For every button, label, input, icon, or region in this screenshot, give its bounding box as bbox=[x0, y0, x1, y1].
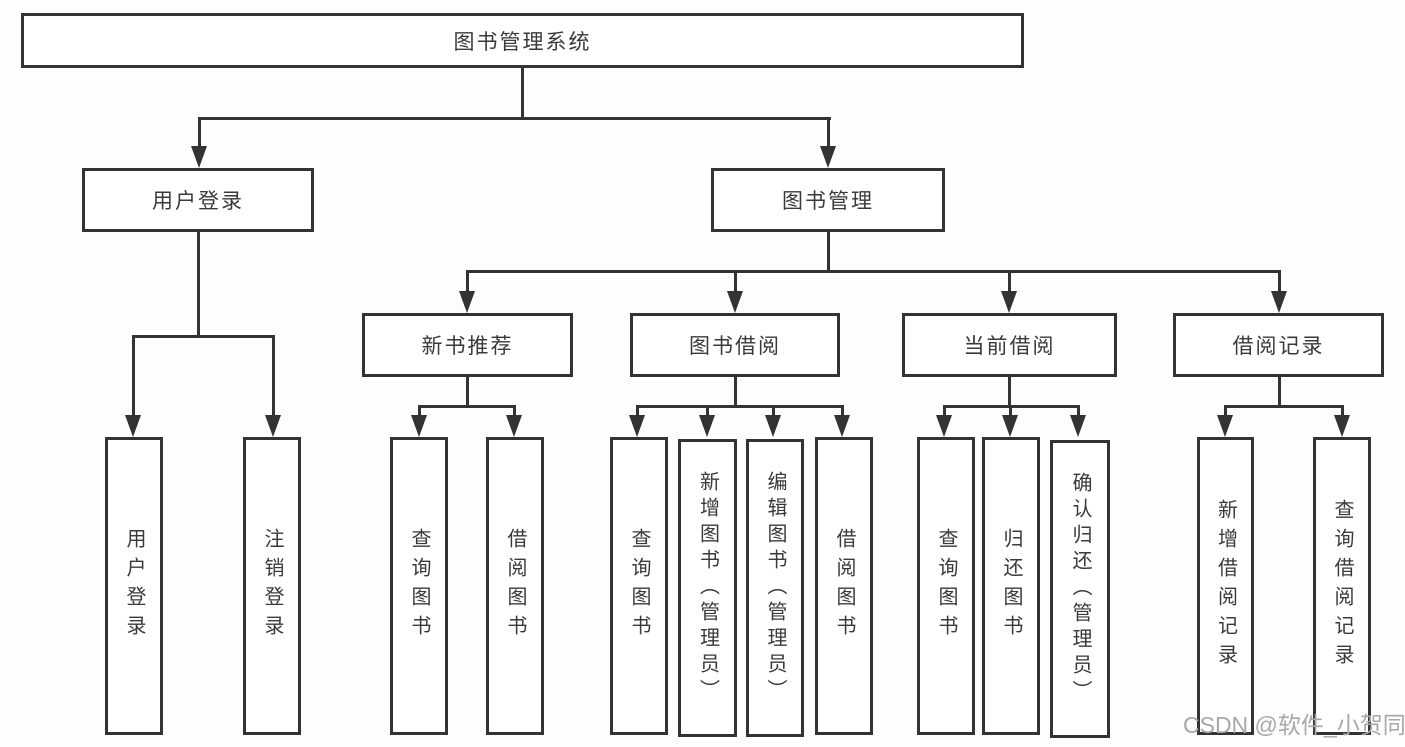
leaf-query-borrow-record: 查询借阅记录 bbox=[1313, 437, 1371, 735]
connector-section-drop bbox=[466, 270, 469, 294]
arrow-down-icon bbox=[727, 291, 743, 313]
leaf-add-book-admin: 新增图书（管理员） bbox=[678, 439, 737, 737]
connector-section-drop bbox=[734, 270, 737, 294]
node-new-book-recommend-label: 新书推荐 bbox=[421, 335, 514, 358]
connector-root-stem bbox=[521, 68, 524, 120]
connector-leaf-drop bbox=[1077, 405, 1080, 419]
csdn-watermark: CSDN @软件_小贺同学 bbox=[1183, 712, 1405, 738]
connector-book-mgmt-stem bbox=[827, 232, 830, 273]
connector-section4-stem bbox=[1278, 377, 1281, 408]
leaf-edit-book-admin: 编辑图书（管理员） bbox=[746, 439, 804, 737]
connector-leaf-drop bbox=[513, 405, 516, 419]
arrow-down-icon bbox=[506, 415, 522, 437]
connector-user-login-rail bbox=[132, 335, 275, 338]
leaf-label: 借阅图书 bbox=[833, 528, 855, 644]
arrow-down-icon bbox=[191, 146, 207, 168]
connector-level2-rail bbox=[198, 117, 831, 120]
node-book-management: 图书管理 bbox=[711, 168, 945, 232]
connector-leaf-drop bbox=[943, 405, 946, 419]
node-user-login: 用户登录 bbox=[82, 168, 314, 232]
arrow-down-icon bbox=[1334, 415, 1350, 437]
leaf-label: 借阅图书 bbox=[504, 528, 526, 644]
leaf-borrow-books-2: 借阅图书 bbox=[815, 437, 873, 735]
leaf-label: 注销登录 bbox=[261, 528, 283, 644]
leaf-query-books-3: 查询图书 bbox=[917, 437, 975, 735]
connector-section2-stem bbox=[734, 377, 737, 408]
node-current-borrow: 当前借阅 bbox=[902, 313, 1117, 377]
node-book-management-label: 图书管理 bbox=[782, 190, 874, 213]
node-new-book-recommend: 新书推荐 bbox=[362, 313, 573, 377]
connector-leaf-drop bbox=[841, 405, 844, 419]
leaf-label: 查询借阅记录 bbox=[1331, 499, 1353, 673]
leaf-query-books-2: 查询图书 bbox=[610, 437, 668, 735]
connector-section2-rail bbox=[636, 405, 844, 408]
arrow-down-icon bbox=[125, 415, 141, 437]
connector-leaf-drop bbox=[418, 405, 421, 419]
leaf-return-books: 归还图书 bbox=[982, 437, 1040, 735]
arrow-down-icon bbox=[765, 415, 781, 437]
connector-leaf-drop bbox=[1224, 405, 1227, 419]
arrow-down-icon bbox=[699, 415, 715, 437]
arrow-down-icon bbox=[1002, 415, 1018, 437]
leaf-label: 用户登录 bbox=[123, 528, 145, 644]
connector-user-login-stem bbox=[197, 232, 200, 337]
leaf-label: 查询图书 bbox=[628, 528, 650, 644]
connector-leaf-drop bbox=[132, 335, 135, 419]
connector-leaf-drop bbox=[772, 405, 775, 419]
arrow-down-icon bbox=[265, 415, 281, 437]
leaf-user-login: 用户登录 bbox=[105, 437, 163, 735]
arrow-down-icon bbox=[1217, 415, 1233, 437]
leaf-borrow-books-1: 借阅图书 bbox=[486, 437, 544, 735]
leaf-logout: 注销登录 bbox=[243, 437, 301, 735]
arrow-down-icon bbox=[629, 415, 645, 437]
leaf-label: 编辑图书（管理员） bbox=[764, 471, 786, 705]
connector-section1-rail bbox=[418, 405, 516, 408]
arrow-down-icon bbox=[834, 415, 850, 437]
leaf-label: 查询图书 bbox=[935, 528, 957, 644]
node-user-login-label: 用户登录 bbox=[152, 190, 244, 213]
connector-leaf-drop bbox=[1009, 405, 1012, 419]
node-borrow-records-label: 借阅记录 bbox=[1232, 335, 1325, 358]
node-root: 图书管理系统 bbox=[21, 13, 1024, 68]
arrow-down-icon bbox=[1271, 291, 1287, 313]
arrow-down-icon bbox=[1070, 415, 1086, 437]
connector-leaf-drop bbox=[706, 405, 709, 419]
arrow-down-icon bbox=[1001, 291, 1017, 313]
leaf-label: 归还图书 bbox=[1000, 528, 1022, 644]
connector-section4-rail bbox=[1224, 405, 1344, 408]
leaf-label: 确认归还（管理员） bbox=[1069, 472, 1091, 706]
arrow-down-icon bbox=[411, 415, 427, 437]
connector-section1-stem bbox=[466, 377, 469, 408]
node-root-label: 图书管理系统 bbox=[453, 30, 592, 54]
node-book-borrow: 图书借阅 bbox=[630, 313, 840, 377]
arrow-down-icon bbox=[459, 291, 475, 313]
arrow-down-icon bbox=[820, 146, 836, 168]
connector-leaf-drop bbox=[636, 405, 639, 419]
leaf-query-books-1: 查询图书 bbox=[390, 437, 448, 735]
connector-leaf-drop bbox=[272, 335, 275, 419]
node-current-borrow-label: 当前借阅 bbox=[963, 335, 1056, 358]
connector-user-login-drop bbox=[198, 117, 201, 149]
connector-section-drop bbox=[1008, 270, 1011, 294]
connector-leaf-drop bbox=[1341, 405, 1344, 419]
connector-book-mgmt-drop bbox=[827, 117, 830, 149]
connector-section3-stem bbox=[1008, 377, 1011, 408]
leaf-label: 新增借阅记录 bbox=[1214, 499, 1237, 673]
leaf-confirm-return-admin: 确认归还（管理员） bbox=[1050, 440, 1110, 738]
arrow-down-icon bbox=[936, 415, 952, 437]
node-borrow-records: 借阅记录 bbox=[1173, 313, 1384, 377]
connector-level3-rail bbox=[466, 270, 1281, 273]
connector-section-drop bbox=[1278, 270, 1281, 294]
leaf-add-borrow-record: 新增借阅记录 bbox=[1197, 437, 1254, 735]
leaf-label: 新增图书（管理员） bbox=[696, 471, 719, 705]
leaf-label: 查询图书 bbox=[408, 528, 430, 644]
node-book-borrow-label: 图书借阅 bbox=[689, 335, 781, 358]
